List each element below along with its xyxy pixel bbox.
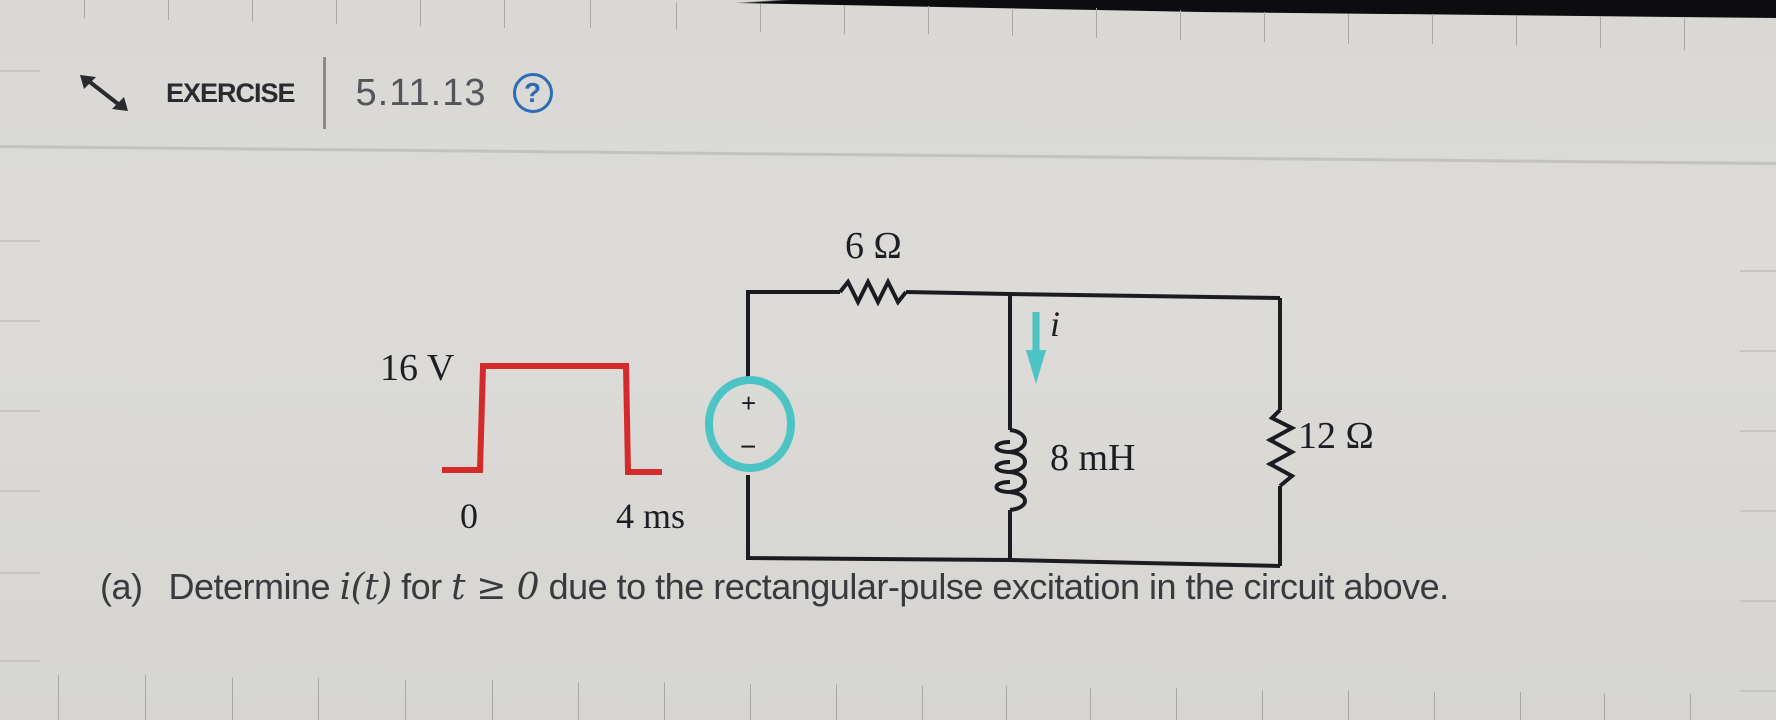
current-label: i — [1050, 304, 1060, 344]
question-text-after: due to the rectangular-pulse excitation … — [539, 566, 1450, 607]
voltage-source: + − — [705, 376, 795, 472]
question-label: (a) — [100, 566, 143, 607]
section-label: EXERCISE — [166, 77, 296, 108]
source-minus: − — [740, 431, 756, 462]
help-glyph: ? — [523, 77, 542, 108]
inductor-coil — [994, 428, 1027, 512]
pulse-amplitude-label: 16 V — [380, 347, 455, 389]
resistor-12ohm — [1265, 408, 1297, 488]
pulse-waveform: 16 V 0 4 ms — [380, 347, 685, 536]
resistor-6ohm-label: 6 Ω — [845, 225, 902, 267]
expand-icon[interactable] — [78, 73, 134, 113]
pulse-end-label: 4 ms — [616, 496, 685, 536]
question-text-mid: for — [391, 566, 452, 607]
resistor-6ohm — [838, 277, 908, 307]
help-icon[interactable]: ? — [512, 73, 553, 113]
question-text-before: Determine — [168, 566, 340, 607]
exercise-header: EXERCISE 5.11.13 ? — [78, 57, 553, 129]
question-text: (a) Determine i(t) for t ≥ 0 due to the r… — [100, 566, 1449, 608]
header-separator — [322, 57, 326, 129]
inductor-label: 8 mH — [1050, 437, 1136, 479]
math-i-of-t: i(t) — [339, 567, 393, 608]
exercise-number: 5.11.13 — [355, 71, 487, 114]
math-condition: t ≥ 0 — [451, 567, 540, 608]
resistor-12ohm-label: 12 Ω — [1298, 415, 1374, 457]
current-arrow-icon — [1026, 312, 1046, 384]
circuit-wires — [746, 277, 1297, 568]
source-plus: + — [741, 388, 756, 418]
pulse-start-label: 0 — [460, 496, 478, 536]
